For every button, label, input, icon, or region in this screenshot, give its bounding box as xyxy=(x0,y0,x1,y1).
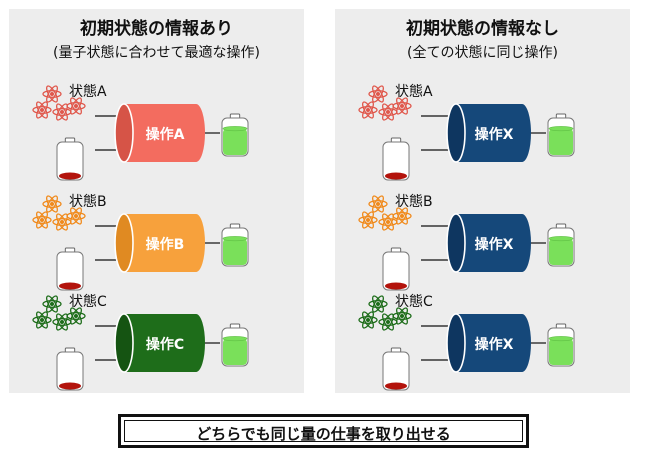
diagram-canvas xyxy=(32,85,249,391)
panel-title: 初期状態の情報あり xyxy=(80,19,233,39)
state-label: 状態B xyxy=(395,194,433,210)
operation-label: 操作X xyxy=(474,237,514,253)
panel-title: 初期状態の情報なし xyxy=(406,19,559,39)
charged-battery-icon xyxy=(221,223,249,267)
empty-battery-icon xyxy=(56,247,84,291)
atom-icon xyxy=(66,307,86,325)
atom-icon xyxy=(358,311,378,329)
empty-battery-icon xyxy=(382,247,410,291)
operation-label: 操作C xyxy=(145,337,185,353)
empty-battery-icon xyxy=(382,137,410,181)
atom-icon xyxy=(42,295,62,313)
atom-icon xyxy=(52,213,72,231)
state-label: 状態B xyxy=(69,194,107,210)
operation-cylinder xyxy=(446,213,531,273)
operation-label: 操作A xyxy=(145,127,185,143)
atom-icon xyxy=(42,195,62,213)
charged-battery-icon xyxy=(547,223,575,267)
atom-icon xyxy=(368,295,388,313)
panel-without-initial-info: 初期状態の情報なし (全ての状態に同じ操作) 状態A 操作X 状態B 操作X 状態C 操作… xyxy=(335,9,630,393)
atom-icon xyxy=(66,207,86,225)
state-label: 状態C xyxy=(69,294,107,310)
atom-icon xyxy=(358,101,378,119)
charged-battery-icon xyxy=(547,323,575,367)
state-label: 状態A xyxy=(69,84,107,100)
operation-cylinder xyxy=(446,313,531,373)
atom-icon xyxy=(368,85,388,103)
panel-with-initial-info: 初期状態の情報あり (量子状態に合わせて最適な操作) 状態A 操作A 状態B 操作B 状… xyxy=(9,9,304,393)
atom-icon xyxy=(392,307,412,325)
operation-label: 操作X xyxy=(474,127,514,143)
atom-icon xyxy=(378,313,398,331)
operation-cylinder xyxy=(114,103,205,163)
atom-icon xyxy=(32,211,52,229)
state-label: 状態A xyxy=(395,84,433,100)
conclusion-text: どちらでも同じ量の仕事を取り出せる xyxy=(196,425,451,443)
diagram-canvas xyxy=(358,85,575,391)
atom-icon xyxy=(32,101,52,119)
atom-icon xyxy=(358,211,378,229)
panel-subtitle: (量子状態に合わせて最適な操作) xyxy=(53,45,260,61)
atom-icon xyxy=(42,85,62,103)
charged-battery-icon xyxy=(221,113,249,157)
atom-icon xyxy=(378,213,398,231)
conclusion-banner: どちらでも同じ量の仕事を取り出せる xyxy=(118,414,529,448)
operation-label: 操作B xyxy=(145,237,185,253)
charged-battery-icon xyxy=(547,113,575,157)
atom-icon xyxy=(32,311,52,329)
operation-label: 操作X xyxy=(474,337,514,353)
empty-battery-icon xyxy=(56,137,84,181)
state-label: 状態C xyxy=(395,294,433,310)
atom-icon xyxy=(368,195,388,213)
operation-cylinder xyxy=(114,313,205,373)
atom-icon xyxy=(52,313,72,331)
atom-icon xyxy=(378,103,398,121)
atom-icon xyxy=(66,97,86,115)
empty-battery-icon xyxy=(56,347,84,391)
atom-icon xyxy=(392,97,412,115)
charged-battery-icon xyxy=(221,323,249,367)
atom-icon xyxy=(52,103,72,121)
operation-cylinder xyxy=(114,213,205,273)
atom-icon xyxy=(392,207,412,225)
panel-subtitle: (全ての状態に同じ操作) xyxy=(407,45,558,61)
operation-cylinder xyxy=(446,103,531,163)
empty-battery-icon xyxy=(382,347,410,391)
